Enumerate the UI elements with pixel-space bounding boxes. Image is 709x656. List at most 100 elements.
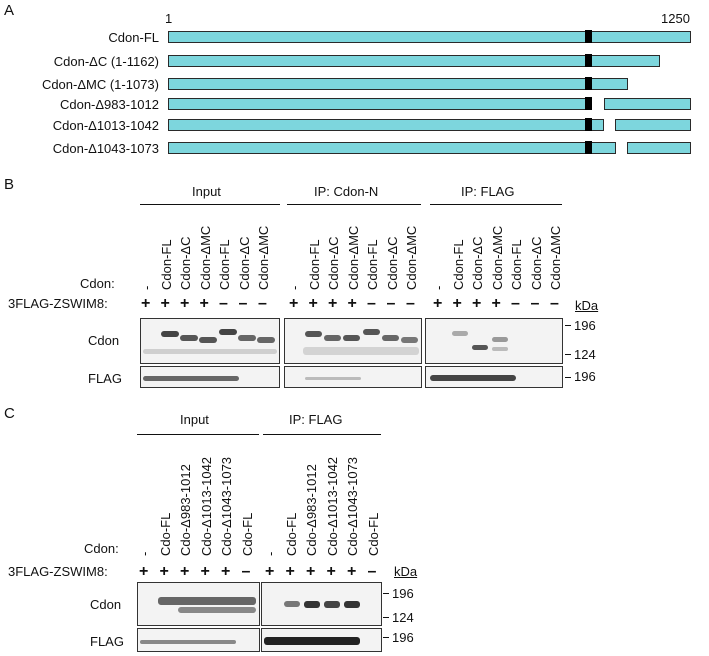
lane-label: Cdon-ΔC [236, 236, 252, 290]
plus-minus-sign: + [328, 295, 338, 312]
band [324, 335, 341, 341]
row-label-zswim8: 3FLAG-ZSWIM8: [8, 296, 108, 311]
blot-c-flag-input [137, 628, 260, 652]
lane-label: Cdon-FL [365, 239, 380, 290]
lane-label: Cdo-Δ1043-1073 [345, 456, 360, 556]
blot-b-flag-input [140, 366, 280, 388]
plus-minus-sign: – [386, 295, 396, 312]
plus-minus-sign: + [180, 295, 190, 312]
construct-label: Cdon-ΔC (1-1162) [53, 54, 159, 69]
lane-label: Cdon-FL [217, 239, 232, 290]
band [324, 601, 340, 608]
group-line-input [137, 434, 259, 435]
plus-minus-sign: + [159, 563, 169, 580]
band [472, 345, 488, 350]
group-line-input [140, 204, 280, 205]
plus-minus-sign: + [141, 295, 151, 312]
blot-c-cdon-ip-flag [261, 582, 382, 626]
group-label-ip-flag: IP: FLAG [461, 184, 515, 199]
blot-c-flag-ip-flag [261, 628, 382, 652]
row-label-zswim8: 3FLAG-ZSWIM8: [8, 564, 108, 579]
panel-c-letter: C [4, 405, 15, 422]
plus-minus-sign: – [530, 295, 540, 312]
blot-label-cdon: Cdon [90, 597, 122, 612]
plus-minus-sign: + [491, 295, 501, 312]
lane-label: Cdon-ΔC [528, 236, 544, 290]
lane-label: Cdon-ΔMC [345, 225, 361, 290]
construct-label: Cdon-ΔMC (1-1073) [41, 77, 159, 92]
blot-b-flag-ip-flag [425, 366, 563, 388]
construct-label: Cdon-Δ983-1012 [59, 97, 159, 112]
lane-label: Cdon-FL [158, 239, 174, 290]
plus-minus-sign: + [347, 563, 357, 580]
plus-minus-sign: + [326, 563, 336, 580]
band [344, 601, 360, 608]
plus-minus-sign: + [200, 563, 210, 580]
marker-label: 196 [574, 318, 596, 333]
kda-label: kDa [394, 564, 418, 579]
plus-minus-sign: – [238, 295, 248, 312]
construct-bar [168, 55, 660, 67]
band [161, 331, 179, 337]
band [452, 331, 468, 336]
lane-label: Cdo-FL [283, 512, 299, 556]
band [305, 331, 322, 337]
plus-minus-sign: + [180, 563, 190, 580]
plus-minus-sign: – [241, 563, 251, 580]
construct-label: Cdon-Δ1013-1042 [52, 118, 159, 133]
band [199, 337, 217, 343]
lane-label: Cdon-ΔC [384, 236, 400, 290]
panel-b-letter: B [4, 176, 15, 193]
group-line-ip-cdon [287, 204, 421, 205]
lane-label: Cdon-FL [306, 239, 322, 290]
transmembrane-mark [585, 97, 592, 110]
band [492, 347, 508, 351]
marker-label: 196 [392, 630, 414, 645]
lane-label: - [139, 285, 154, 290]
band [430, 375, 516, 381]
band [180, 335, 198, 341]
blot-b-cdon-ip-flag [425, 318, 563, 364]
blot-c-cdon-input [137, 582, 260, 626]
plus-minus-sign: + [347, 295, 357, 312]
plus-minus-sign: + [306, 563, 316, 580]
marker-label: 124 [392, 610, 414, 625]
lane-label: Cdo-Δ1013-1042 [198, 456, 214, 556]
group-label-input: Input [180, 412, 209, 427]
band [343, 335, 360, 341]
panel-a-start-label: 1 [165, 11, 173, 26]
group-line-ip-flag [430, 204, 562, 205]
plus-minus-sign: + [308, 295, 318, 312]
blot-label-cdon: Cdon [88, 333, 120, 348]
blot-b-flag-ip-cdon [284, 366, 422, 388]
band [382, 335, 399, 341]
plus-minus-sign: – [367, 563, 377, 580]
band [178, 607, 256, 613]
marker-tick [383, 593, 389, 594]
marker-label: 124 [574, 347, 596, 362]
lane-label: Cdon-ΔC [470, 236, 485, 290]
plus-minus-sign: + [265, 563, 275, 580]
construct-bar-n [168, 142, 616, 154]
plus-minus-sign: + [452, 295, 462, 312]
lane-label: Cdon-ΔC [326, 236, 341, 290]
lane-label: Cdon-ΔMC [548, 225, 563, 290]
marker-label: 196 [574, 369, 596, 384]
plus-minus-sign: + [433, 295, 443, 312]
band [257, 337, 275, 343]
band [143, 376, 239, 381]
lane-label: - [137, 551, 152, 556]
lane-label: Cdon-ΔC [178, 236, 193, 290]
marker-tick [383, 637, 389, 638]
construct-label: Cdon-Δ1043-1073 [52, 141, 159, 156]
panel-a-letter: A [4, 2, 15, 19]
plus-minus-sign: – [367, 295, 376, 312]
construct-label: Cdon-FL [108, 30, 159, 45]
band [401, 337, 418, 343]
marker-label: 196 [392, 586, 414, 601]
construct-bar-n [168, 98, 592, 110]
band [303, 347, 419, 355]
panel-a-end-label: 1250 [661, 11, 690, 26]
group-label-ip-flag: IP: FLAG [289, 412, 343, 427]
band [284, 601, 300, 607]
